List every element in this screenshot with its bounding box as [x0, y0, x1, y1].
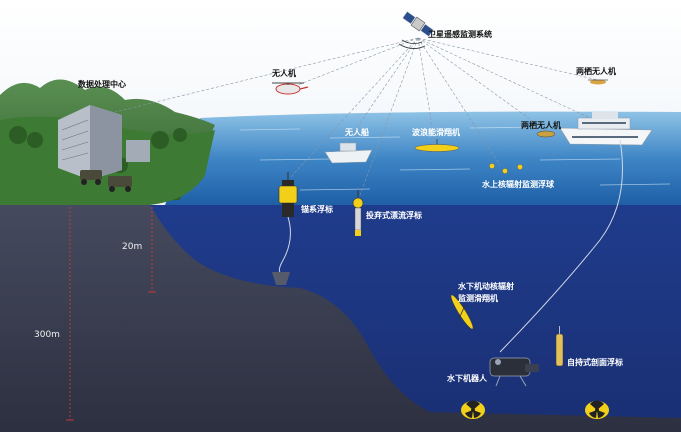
vehicles — [80, 170, 132, 192]
amphibious-uav-icon — [588, 79, 608, 85]
buoy-icon — [278, 172, 298, 217]
satellite-signal-lines — [114, 37, 606, 196]
surface-monitor-icon — [489, 163, 523, 174]
uav-label: 无人机 — [272, 69, 296, 78]
underwater-robot-label: 水下机器人 — [447, 374, 487, 383]
underwater-glider-label-1: 水下机动核辐射 — [458, 282, 514, 291]
underwater-robot-icon — [489, 357, 539, 387]
drift-buoy-label: 投弃式漂流浮标 — [366, 211, 422, 220]
amphibious-uav-sea-label: 两栖无人机 — [521, 121, 561, 130]
mooring-buoy-label: 锚系浮标 — [301, 205, 333, 214]
data-center-label: 数据处理中心 — [78, 80, 126, 89]
anchor-block — [272, 272, 290, 285]
underwater-glider-label-2: 监测滑翔机 — [458, 294, 498, 303]
trees — [9, 126, 187, 173]
profiling-float-icon — [555, 326, 564, 367]
radiation-icon-2 — [585, 400, 609, 419]
uav-icon — [272, 82, 309, 95]
depth-20m-label: 20m — [122, 242, 143, 252]
usv-boat-icon — [324, 142, 373, 164]
seabed — [0, 205, 681, 432]
wave-lines — [239, 126, 671, 191]
mooring-cable — [278, 216, 291, 273]
robot-tether — [499, 139, 623, 353]
radiation-icon — [461, 400, 485, 419]
wave-glider-icon — [414, 139, 460, 152]
usv-label: 无人船 — [345, 128, 369, 137]
satellite-label: 卫星遥感监测系统 — [428, 30, 492, 39]
depth-markers — [66, 207, 156, 421]
amphibious-uav-label: 两栖无人机 — [576, 67, 616, 76]
amphibious-uav-sea-icon — [536, 130, 556, 138]
ship-icon — [559, 112, 653, 146]
drift-buoy-icon — [352, 190, 364, 236]
profiling-float-label: 自持式剖面浮标 — [567, 358, 623, 367]
satellite-icon — [402, 11, 434, 37]
wave-glider-label: 波浪能滑翔机 — [412, 128, 460, 137]
depth-300m-label: 300m — [34, 330, 60, 340]
surface-monitor-label: 水上核辐射监测浮球 — [482, 180, 554, 189]
underwater-glider-icon — [450, 294, 474, 330]
data-center-building — [58, 105, 150, 180]
